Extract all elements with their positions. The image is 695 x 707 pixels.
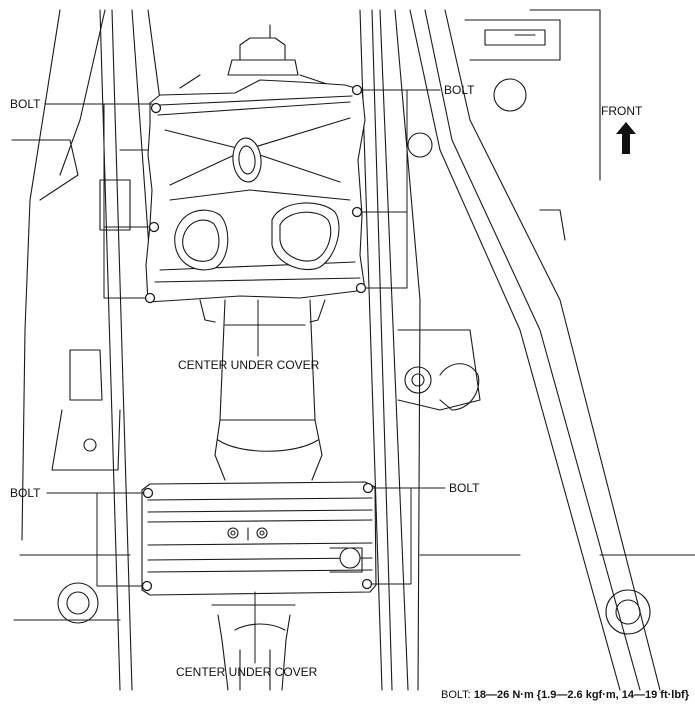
bolt-label-upper-right: BOLT (444, 83, 475, 97)
bolt-icon (142, 487, 154, 499)
upper-center-under-cover (145, 79, 366, 303)
torque-spec-value: 18—26 N·m {1.9—2.6 kgf·m, 14—19 ft·lbf} (473, 689, 689, 701)
bolt-label-upper-left: BOLT (10, 97, 41, 111)
bolt-icon (361, 578, 373, 590)
front-label: FRONT (601, 104, 643, 118)
bolt-icon (355, 282, 367, 294)
bolt-icon (362, 482, 374, 494)
arrow-up-icon (616, 122, 636, 154)
center-under-cover-label-lower: CENTER UNDER COVER (176, 665, 318, 679)
bolt-label-lower-left: BOLT (10, 486, 41, 500)
bolt-icon (351, 84, 363, 96)
torque-spec: BOLT: 18—26 N·m {1.9—2.6 kgf·m, 14—19 ft… (441, 689, 689, 701)
bolt-icon (141, 580, 153, 592)
chassis-frame (11, 9, 695, 691)
torque-spec-prefix: BOLT: (440, 689, 471, 701)
bolt-label-lower-right: BOLT (449, 481, 480, 495)
bolt-icon (150, 102, 162, 114)
bolt-icon (351, 206, 363, 218)
bolt-icon (144, 292, 156, 304)
leader-lines (44, 89, 446, 664)
bolt-icon (148, 221, 160, 233)
lower-center-under-cover (141, 481, 377, 596)
bolt-icon (141, 84, 374, 592)
center-under-cover-label-upper: CENTER UNDER COVER (178, 358, 320, 372)
